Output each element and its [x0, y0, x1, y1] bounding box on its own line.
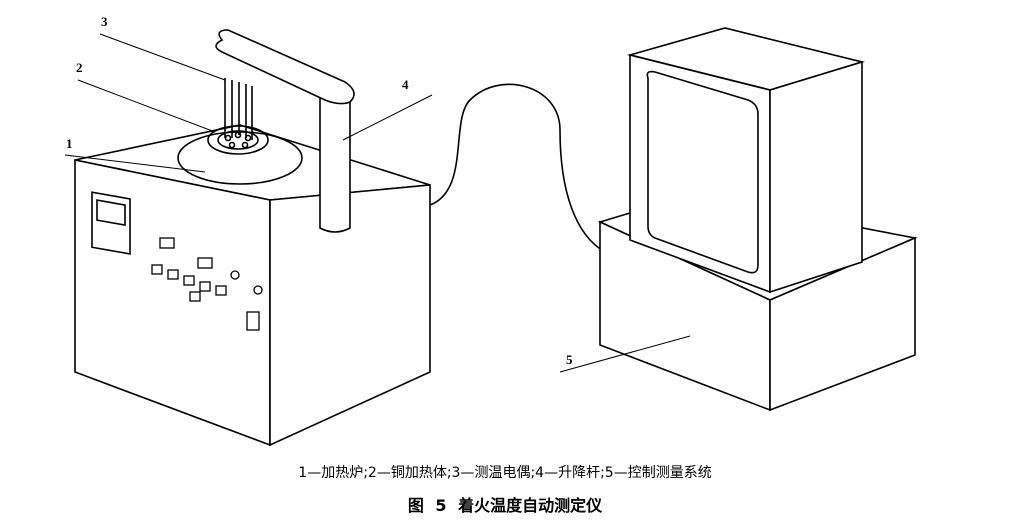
- figure-number: 图 5: [407, 496, 447, 515]
- figure-caption: 图 5 着火温度自动测定仪: [0, 492, 1010, 516]
- heating-furnace: [74, 124, 431, 447]
- figure-title: 着火温度自动测定仪: [458, 496, 603, 515]
- label-4: 4: [402, 77, 409, 92]
- cable: [429, 83, 606, 253]
- apparatus-drawing: [64, 27, 918, 447]
- label-2: 2: [76, 60, 83, 75]
- lifting-rod: [215, 29, 355, 233]
- leader-lines: [64, 33, 691, 373]
- figure-legend: 1—加热炉;2—铜加热体;3—测温电偶;4—升降杆;5—控制测量系统: [298, 465, 712, 481]
- label-1: 1: [66, 136, 73, 151]
- thermocouples: [224, 78, 253, 140]
- label-5: 5: [566, 352, 573, 367]
- label-3: 3: [101, 14, 108, 29]
- control-measurement-system: [597, 27, 918, 412]
